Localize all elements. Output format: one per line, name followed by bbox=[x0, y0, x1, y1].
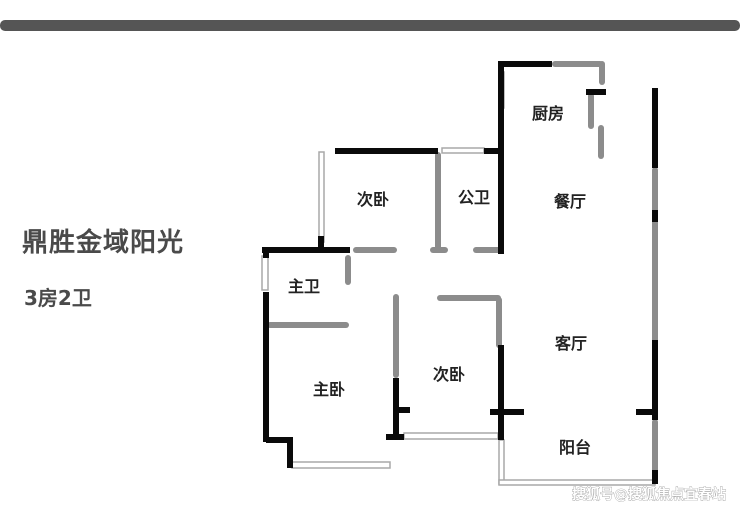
layout-subtitle: 3房2卫 bbox=[24, 286, 92, 310]
room-label-living: 客厅 bbox=[555, 334, 587, 353]
walls bbox=[262, 61, 658, 484]
windows bbox=[261, 71, 656, 486]
partitions bbox=[267, 61, 658, 473]
window-top-bath bbox=[441, 147, 485, 154]
room-label-dining: 餐厅 bbox=[553, 192, 586, 211]
room-label-second-bedroom-top: 次卧 bbox=[357, 190, 389, 209]
project-title: 鼎胜金域阳光 bbox=[22, 228, 185, 258]
room-label-master-bedroom: 主卧 bbox=[313, 380, 345, 399]
room-label-master-bath: 主卫 bbox=[288, 277, 320, 296]
watermark-text: 搜狐号@搜狐焦点宜春站 bbox=[572, 486, 726, 503]
room-label-balcony: 阳台 bbox=[559, 438, 591, 457]
room-label-second-bedroom-bottom: 次卧 bbox=[433, 365, 465, 384]
header-bar bbox=[0, 20, 740, 31]
balcony-rail-bottom bbox=[498, 479, 656, 486]
window-second-bedroom bbox=[403, 432, 499, 440]
room-label-kitchen: 厨房 bbox=[532, 104, 564, 123]
balcony-rail-left bbox=[498, 439, 505, 485]
window-left-upper bbox=[318, 151, 325, 243]
room-label-public-bath: 公卫 bbox=[458, 188, 490, 207]
window-master-bedroom bbox=[291, 461, 391, 469]
window-master-bath bbox=[261, 255, 269, 291]
